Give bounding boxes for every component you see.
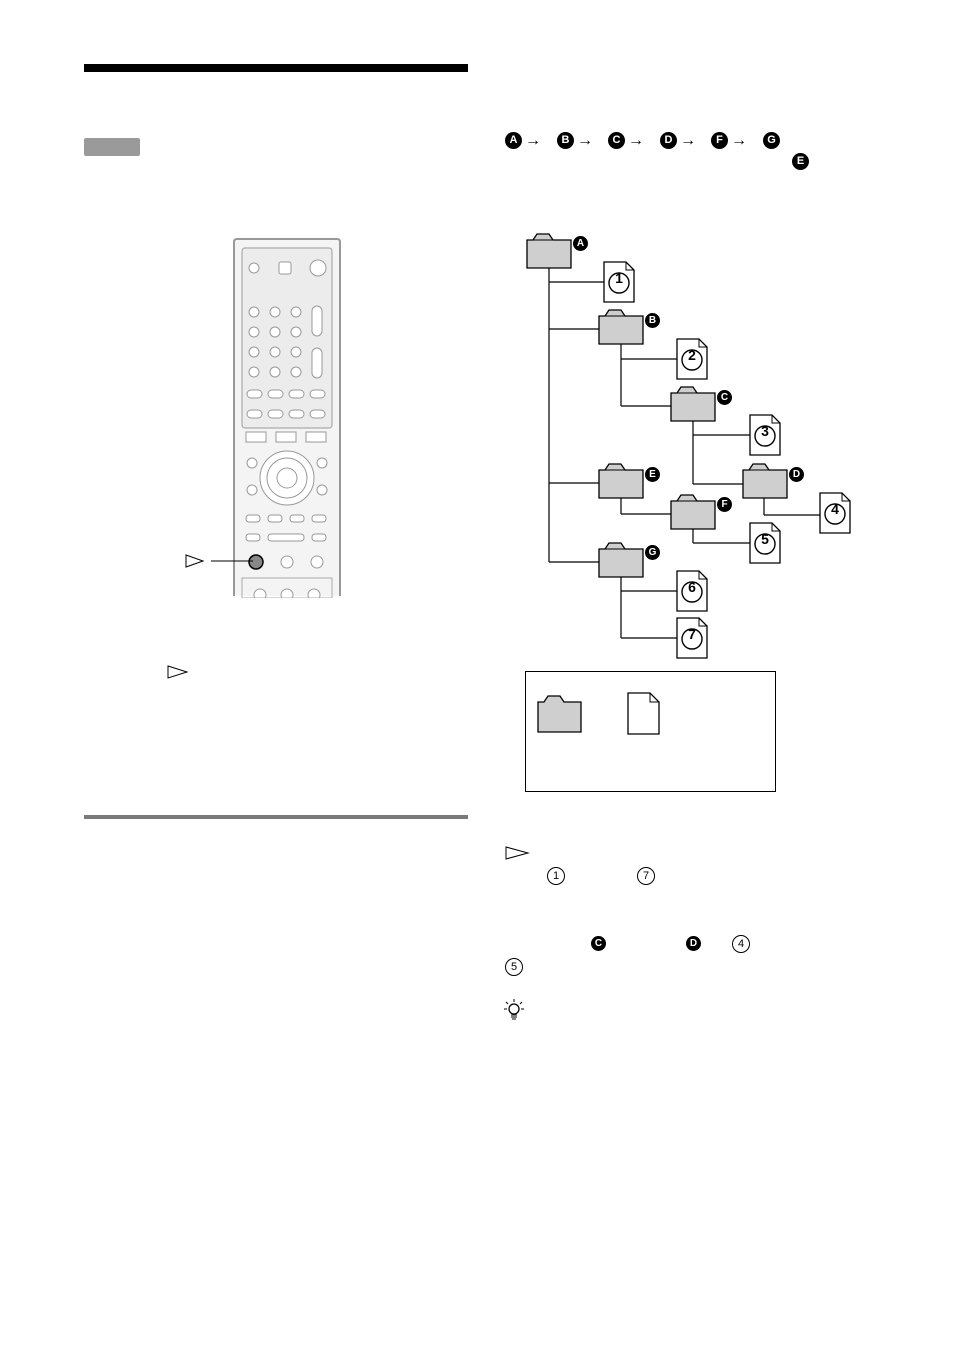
file-number-7: 7 — [688, 626, 696, 642]
arrow-icon: → — [680, 132, 696, 149]
file-number-2: 2 — [688, 347, 696, 363]
note-file-1: 1 — [547, 867, 565, 885]
remote-control-icon — [233, 238, 341, 598]
folder-icon — [670, 386, 716, 422]
tree-badge-g: G — [645, 545, 660, 560]
folder-badge-b: B — [557, 132, 574, 149]
file-number-6: 6 — [688, 579, 696, 595]
file-number-5: 5 — [761, 531, 769, 547]
folder-icon — [742, 463, 788, 499]
arrow-icon: → — [731, 132, 747, 149]
folder-icon — [598, 309, 644, 345]
hint-triangle-icon — [167, 665, 189, 679]
file-number-1: 1 — [615, 270, 623, 286]
arrow-icon: → — [577, 132, 593, 149]
folder-badge-a: A — [505, 132, 522, 149]
note-folder-d: D — [686, 936, 701, 951]
folder-icon — [670, 494, 716, 530]
legend-box — [525, 671, 776, 792]
hint-triangle-icon — [505, 846, 530, 860]
tree-badge-c: C — [717, 390, 732, 405]
folder-badge-d: D — [660, 132, 677, 149]
note-file-4: 4 — [732, 935, 750, 953]
note-folder-c: C — [591, 936, 606, 951]
note-file-7: 7 — [637, 867, 655, 885]
folder-icon — [598, 542, 644, 578]
folder-badge-f: F — [711, 132, 728, 149]
file-number-4: 4 — [831, 501, 839, 517]
folder-badge-e: E — [792, 153, 809, 170]
tree-badge-a: A — [573, 236, 588, 251]
tree-badge-e: E — [645, 467, 660, 482]
file-number-3: 3 — [761, 423, 769, 439]
folder-icon — [537, 695, 582, 733]
tree-badge-b: B — [645, 313, 660, 328]
tip-bulb-icon — [504, 999, 524, 1020]
note-file-5: 5 — [505, 958, 523, 976]
tree-badge-d: D — [789, 467, 804, 482]
section-top-rule — [84, 64, 468, 72]
tree-badge-f: F — [717, 497, 732, 512]
hint-triangle-icon — [185, 554, 253, 568]
file-icon — [627, 692, 660, 735]
folder-tree-diagram — [526, 233, 851, 659]
arrow-icon: → — [628, 132, 644, 149]
category-tab — [84, 138, 140, 156]
section-divider-rule — [84, 815, 468, 819]
folder-badge-c: C — [608, 132, 625, 149]
folder-icon — [526, 233, 572, 269]
arrow-icon: → — [525, 132, 541, 149]
folder-icon — [598, 463, 644, 499]
folder-badge-g: G — [763, 132, 780, 149]
